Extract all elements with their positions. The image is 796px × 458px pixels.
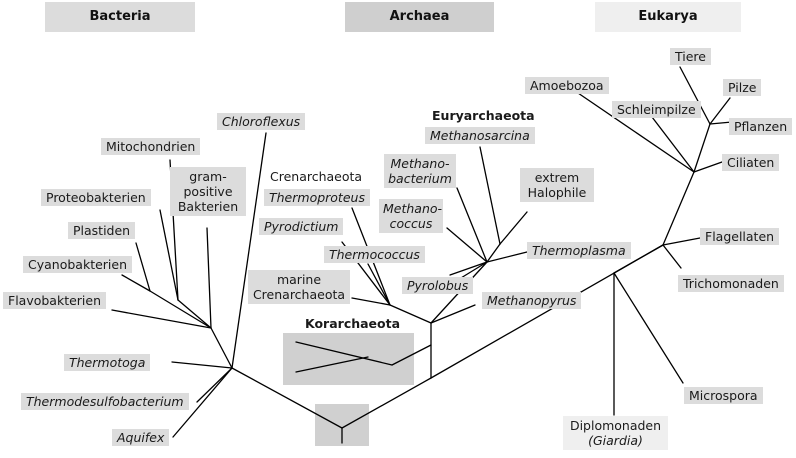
label-korarchaeota: Korarchaeota (305, 316, 401, 331)
label-marine-crenarchaeota: marine Crenarchaeota (248, 270, 350, 304)
label-extrem-halophile: extrem Halophile (520, 168, 594, 202)
methanococcus-line-2: coccus (389, 216, 433, 231)
label-methanosarcina: Methanosarcina (425, 127, 535, 144)
branch-aquifex (172, 367, 233, 438)
bacteria-inner (210, 327, 233, 369)
label-flagellaten: Flagellaten (700, 228, 780, 245)
label-amoebozoa: Amoebozoa (525, 77, 609, 94)
label-microspora: Microspora (684, 387, 763, 404)
label-gram-positive-bakterien: gram- positive Bakterien (170, 167, 246, 216)
label-chloroflexus: Chloroflexus (217, 113, 306, 130)
label-euryarchaeota: Euryarchaeota (432, 108, 535, 123)
label-methanopyrus: Methanopyrus (482, 292, 582, 309)
label-methanococcus: Methano- coccus (379, 199, 443, 233)
cren-stem (389, 304, 432, 324)
label-pflanzen: Pflanzen (729, 118, 793, 135)
branch-thermococcus-side (367, 263, 391, 306)
branch-chloroflexus (231, 132, 267, 369)
bacteria-trunk (231, 367, 343, 429)
label-proteobakterien: Proteobakterien (41, 189, 151, 206)
label-diplomonaden: Diplomonaden (Giardia) (563, 416, 668, 450)
extrem-halophile-line-1: extrem (534, 170, 580, 185)
branch-thermodesulfobacterium (196, 367, 233, 403)
label-thermococcus: Thermococcus (324, 246, 425, 263)
branch-ciliaten (693, 161, 723, 173)
label-cyanobakterien: Cyanobakterien (23, 256, 133, 273)
branch-thermoplasma (486, 251, 528, 263)
extrem-halophile-line-2: Halophile (527, 185, 587, 200)
branch-flavobakterien (111, 309, 212, 329)
branch-marine-cren (351, 297, 391, 306)
label-flavobakterien: Flavobakterien (3, 292, 107, 309)
branch-thermococcus (449, 261, 488, 276)
diplomonaden-line-2: (Giardia) (588, 433, 643, 448)
methanobacterium-line-2: bacterium (388, 171, 452, 186)
branch-proteobakterien (159, 209, 179, 301)
kor-branch-b (295, 356, 369, 373)
label-thermoplasma: Thermoplasma (527, 242, 631, 259)
branch-microspora (613, 272, 684, 384)
kor-branch-a (295, 341, 393, 366)
branch-schleimpilze (651, 116, 695, 173)
label-schleimpilze: Schleimpilze (612, 101, 701, 118)
label-pyrodictium: Pyrodictium (259, 218, 344, 235)
branch-methanopyrus (430, 304, 476, 324)
label-thermoproteus: Thermoproteus (264, 189, 370, 206)
euk-lower (613, 244, 664, 274)
label-thermodesulfobacterium: Thermodesulfobacterium (21, 393, 189, 410)
diplomonaden-line-1: Diplomonaden (569, 418, 662, 433)
label-plastiden: Plastiden (68, 222, 136, 239)
gram-positive-line-3: Bakterien (177, 199, 239, 214)
label-aquifex: Aquifex (112, 429, 170, 446)
archaea-eukarya-trunk (341, 377, 432, 429)
label-pyrolobus: Pyrolobus (402, 277, 474, 294)
branch-methanosarcina (479, 146, 501, 245)
header-archaea: Archaea (345, 2, 494, 32)
gram-positive-line-2: positive (183, 184, 233, 199)
branch-pflanzen (709, 121, 733, 125)
branch-trichomonaden (662, 244, 682, 269)
branch-methanococcus (446, 227, 488, 263)
header-bacteria: Bacteria (45, 2, 195, 32)
marine-crenarchaeota-line-2: Crenarchaeota (252, 287, 346, 302)
header-eukarya: Eukarya (595, 2, 741, 32)
gram-positive-line-1: gram- (189, 169, 227, 184)
label-mitochondrien: Mitochondrien (101, 138, 201, 155)
branch-cyanobakterien (121, 274, 151, 292)
branch-methanobacterium (456, 187, 488, 263)
branch-thermotoga (171, 361, 233, 369)
label-ciliaten: Ciliaten (722, 154, 780, 171)
branch-tiere (679, 66, 711, 125)
methanococcus-line-1: Methano- (383, 201, 443, 216)
label-crenarchaeota: Crenarchaeota (270, 169, 363, 184)
label-trichomonaden: Trichomonaden (678, 275, 784, 292)
branch-amoebozoa (577, 92, 695, 173)
korarchaeota-box (283, 333, 414, 385)
bacteria-proteo (177, 299, 212, 329)
kor-stem (391, 344, 432, 366)
methanobacterium-line-1: Methano- (390, 156, 450, 171)
label-methanobacterium: Methano- bacterium (384, 154, 456, 188)
branch-gram-positive (206, 227, 212, 329)
branch-halophile (499, 211, 528, 245)
eury-halo-stem (486, 243, 501, 263)
label-tiere: Tiere (670, 48, 711, 65)
marine-crenarchaeota-line-1: marine (276, 272, 322, 287)
euk-crown (662, 171, 695, 246)
label-pilze: Pilze (723, 79, 762, 96)
branch-pilze (709, 97, 731, 125)
branch-flagellaten (662, 237, 701, 246)
branch-plastiden (135, 242, 151, 292)
label-thermotoga: Thermotoga (64, 354, 151, 371)
euk-opist (693, 123, 711, 173)
bacteria-cyanoplastid (149, 290, 212, 329)
